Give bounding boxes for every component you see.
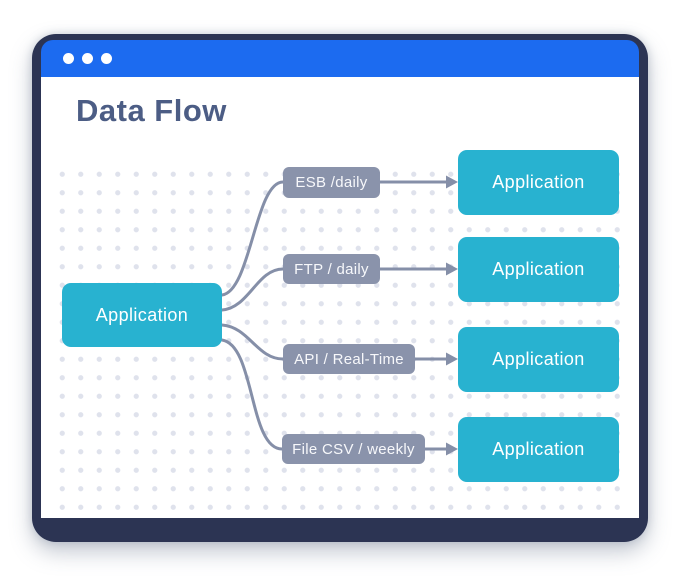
arrowhead-icon [446, 352, 458, 366]
window-control-dot[interactable] [63, 53, 74, 64]
flow-label-api: API / Real-Time [283, 344, 415, 374]
arrowhead-icon [446, 442, 458, 456]
window-control-dot[interactable] [101, 53, 112, 64]
connector-line-api [220, 323, 285, 361]
target-node: Application [458, 327, 619, 392]
window-content: Data Flow [41, 77, 639, 518]
arrowhead-icon [446, 262, 458, 276]
connector-line-ftp [220, 267, 285, 312]
flow-label-ftp: FTP / daily [283, 254, 380, 284]
arrowhead-icon [446, 175, 458, 189]
connector-line-esb [220, 180, 285, 297]
connector-line-csv [220, 338, 284, 451]
connector-layer [220, 175, 458, 456]
window-titlebar [41, 40, 639, 77]
target-node: Application [458, 237, 619, 302]
target-node: Application [458, 150, 619, 215]
window-control-dot[interactable] [82, 53, 93, 64]
target-node: Application [458, 417, 619, 482]
browser-window: Data Flow [32, 34, 648, 542]
flow-label-csv: File CSV / weekly [282, 434, 425, 464]
source-node: Application [62, 283, 222, 347]
flow-label-esb: ESB /daily [283, 167, 380, 198]
page-title: Data Flow [76, 93, 227, 128]
